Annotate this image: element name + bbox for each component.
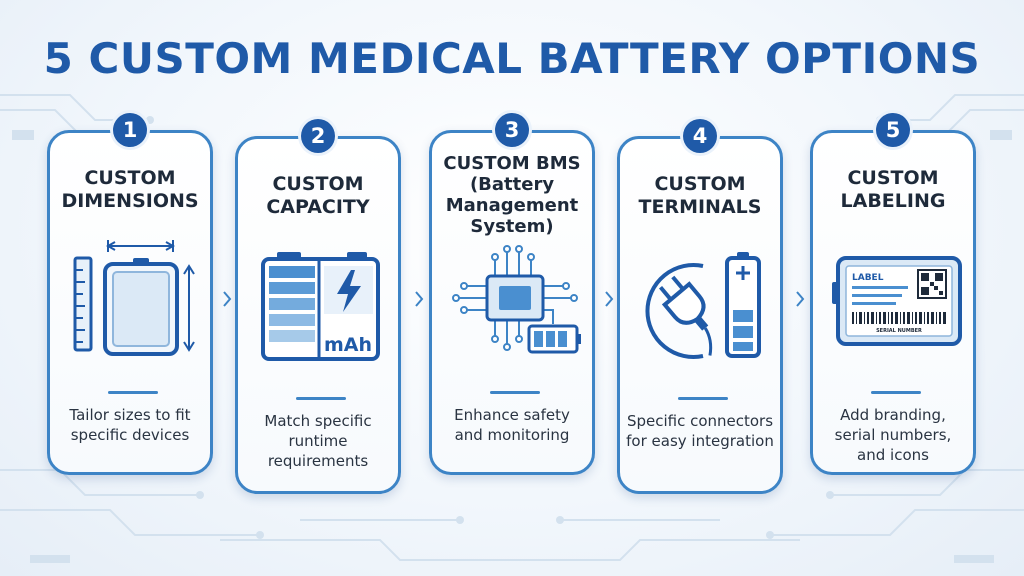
ruler-battery-dimensions-icon [73, 240, 195, 356]
separator [108, 391, 158, 394]
option-card-dimensions: 1 CUSTOM DIMENSIONS Tailor sizes to fit … [47, 113, 213, 475]
option-card-labeling: 5 CUSTOM LABELING LABEL S [810, 113, 976, 475]
option-card-terminals: 4 CUSTOM TERMINALS Specific connectors f… [617, 119, 783, 494]
option-title: CUSTOM DIMENSIONS [61, 167, 199, 212]
separator [678, 397, 728, 400]
label-text: LABEL [852, 273, 884, 283]
separator [296, 397, 346, 400]
chevron-right-icon [223, 291, 232, 307]
option-description: Match specific runtime requirements [264, 412, 372, 470]
circuit-chip-battery-icon [452, 245, 581, 354]
chevron-right-icon [415, 291, 424, 307]
battery-capacity-mah-icon: mAh [261, 252, 380, 361]
page-title: 5 CUSTOM MEDICAL BATTERY OPTIONS [43, 34, 981, 83]
option-description: Specific connectors for easy integration [626, 412, 774, 450]
option-card-bms: 3 CUSTOM BMS (Battery Management System)… [429, 113, 595, 475]
option-description: Tailor sizes to fit specific devices [69, 406, 191, 444]
step-number-badge: 5 [876, 113, 910, 147]
separator [871, 391, 921, 394]
step-number-badge: 1 [113, 113, 147, 147]
step-number-badge: 3 [495, 113, 529, 147]
step-number-badge: 2 [301, 119, 335, 153]
plug-battery-icon [645, 252, 761, 359]
option-description: Enhance safety and monitoring [454, 406, 570, 444]
separator [490, 391, 540, 394]
option-title: CUSTOM CAPACITY [266, 173, 370, 218]
option-title: CUSTOM TERMINALS [638, 173, 762, 218]
mah-label: mAh [324, 334, 372, 356]
option-title: CUSTOM LABELING [840, 167, 946, 212]
option-card-capacity: 2 CUSTOM CAPACITY mAh Match specific run… [235, 119, 401, 494]
battery-label-qr-icon: LABEL SERIAL NUMBER [832, 256, 962, 346]
serial-number-caption: SERIAL NUMBER [876, 328, 922, 334]
option-description: Add branding, serial numbers, and icons [834, 406, 952, 464]
chevron-right-icon [605, 291, 614, 307]
step-number-badge: 4 [683, 119, 717, 153]
option-title: CUSTOM BMS (Battery Management System) [443, 153, 581, 237]
chevron-right-icon [796, 291, 805, 307]
